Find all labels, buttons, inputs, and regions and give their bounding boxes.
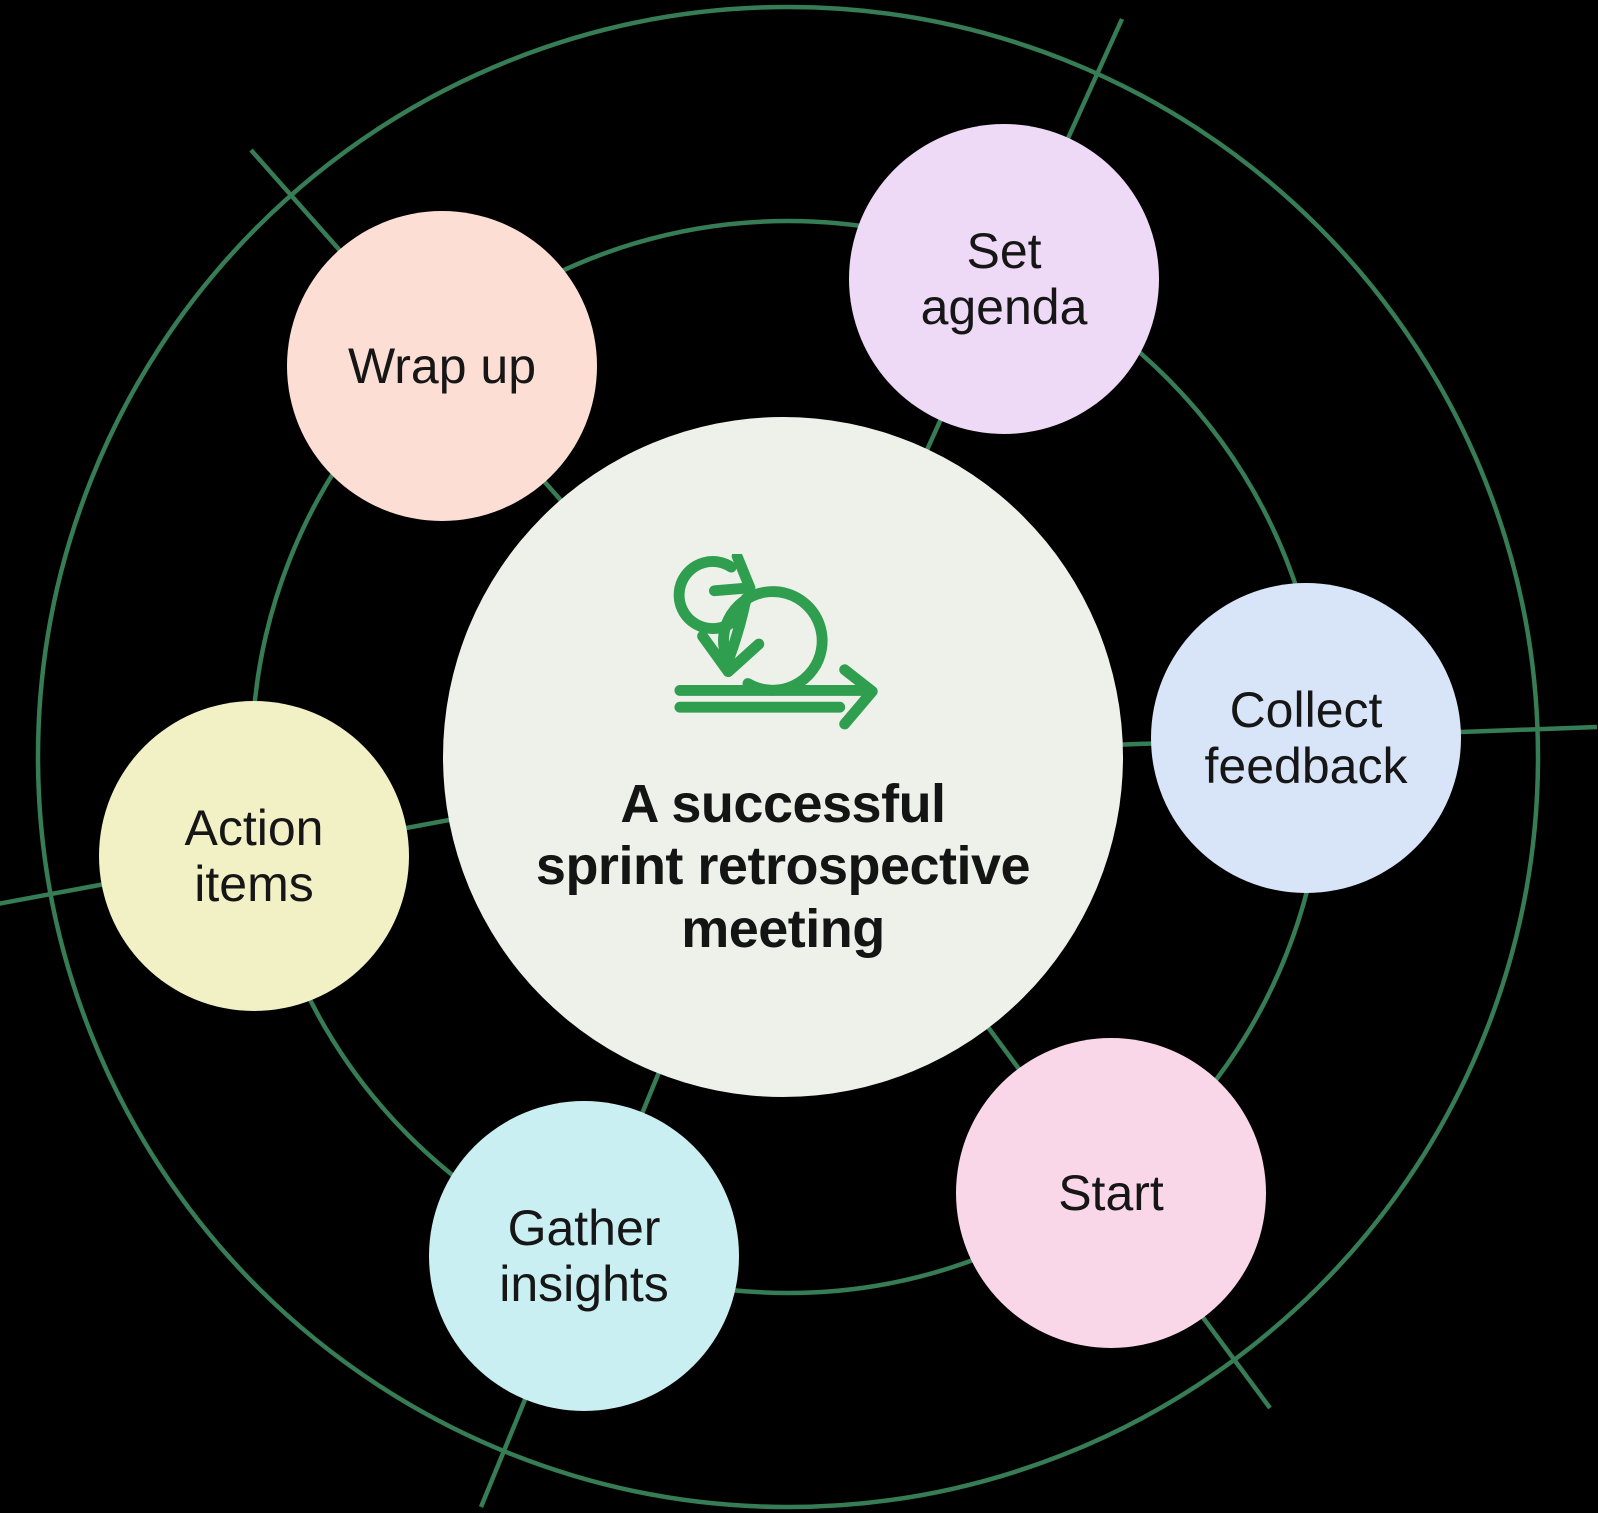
node-label-set-agenda: Set agenda [920, 223, 1088, 335]
node-label-wrap-up: Wrap up [347, 338, 537, 394]
orbit-ring-outer [35, 4, 1541, 1510]
node-set-agenda: Set agenda [849, 124, 1159, 434]
node-label-collect-feedback: Collect feedback [1204, 682, 1408, 794]
node-start: Start [956, 1038, 1266, 1348]
node-gather-insights: Gather insights [429, 1101, 739, 1411]
diagram-title: A successful sprint retrospective meetin… [535, 773, 1031, 961]
node-wrap-up: Wrap up [287, 211, 597, 521]
title-line-3: meeting [681, 898, 885, 959]
node-label-action-items: Action items [184, 800, 324, 912]
node-collect-feedback: Collect feedback [1151, 583, 1461, 893]
title-line-1: A successful [620, 773, 946, 834]
center-circle: A successful sprint retrospective meetin… [443, 417, 1123, 1097]
node-action-items: Action items [99, 701, 409, 1011]
title-line-2: sprint retrospective [535, 836, 1031, 897]
sprint-loop-arrow-icon [672, 550, 894, 747]
node-label-start: Start [1058, 1165, 1164, 1221]
node-label-gather-insights: Gather insights [499, 1200, 669, 1312]
